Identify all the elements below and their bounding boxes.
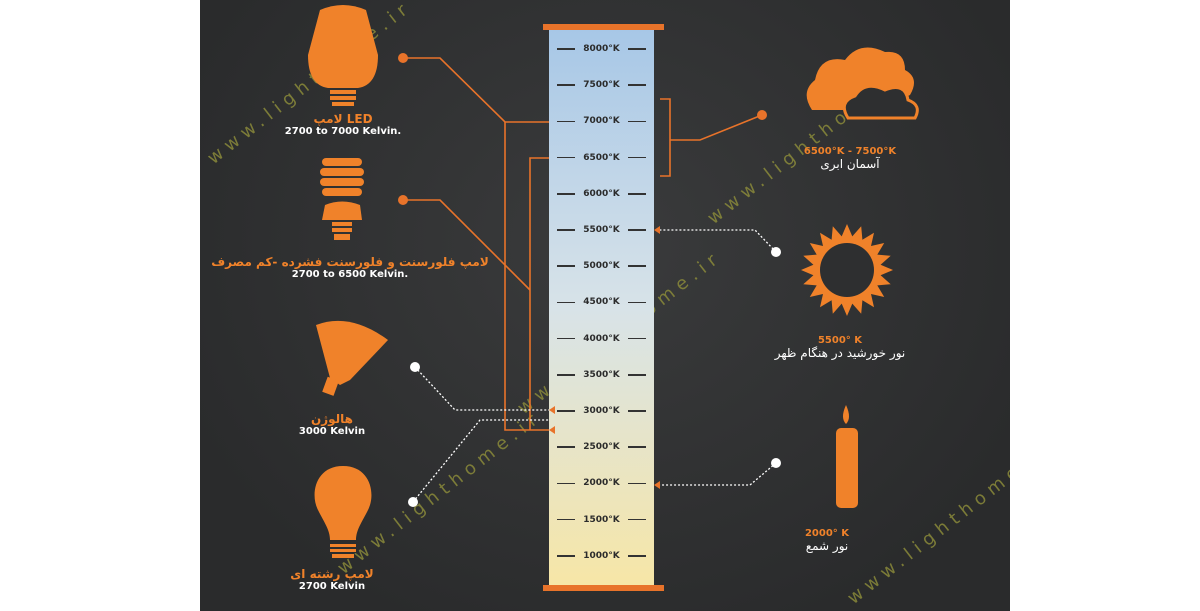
scale-tick: 6500°K xyxy=(549,153,654,163)
scale-tick: 1500°K xyxy=(549,515,654,525)
tick-label: 6000°K xyxy=(583,188,620,199)
connector-dot xyxy=(398,195,408,205)
thermometer-bottom-cap xyxy=(543,585,664,591)
scale-tick: 7500°K xyxy=(549,80,654,90)
incandescent-label: لامپ رشته ای 2700 Kelvin xyxy=(290,567,374,592)
tick-label: 5000°K xyxy=(583,261,620,272)
halogen-label: هالوژن 3000 Kelvin xyxy=(298,412,366,437)
tick-label: 2500°K xyxy=(583,442,620,453)
cfl-bulb-icon xyxy=(320,158,364,240)
scale-tick: 6000°K xyxy=(549,189,654,199)
noon-sunlight-label: 5500° K نور خورشید در هنگام ظهر xyxy=(774,335,906,360)
scale-tick: 7000°K xyxy=(549,116,654,126)
scale-tick: 3000°K xyxy=(549,406,654,416)
tick-label: 5500°K xyxy=(583,225,620,235)
tick-label: 1000°K xyxy=(583,550,620,561)
tick-label: 7000°K xyxy=(583,116,620,127)
tick-label: 4000°K xyxy=(583,333,620,344)
tick-label: 2000°K xyxy=(583,478,620,489)
candlelight-label: 2000° K نور شمع xyxy=(804,528,850,553)
scale-tick: 4000°K xyxy=(549,334,654,344)
tick-label: 1500°K xyxy=(583,514,620,525)
color-temperature-scale xyxy=(549,30,654,588)
sun-icon xyxy=(801,224,893,316)
tick-label: 7500°K xyxy=(583,80,620,91)
halogen-lamp-icon xyxy=(316,320,388,396)
cfl-label: لامپ فلورسنت و فلورسنت فشرده -کم مصرف 27… xyxy=(211,255,489,280)
scale-tick: 2000°K xyxy=(549,478,654,488)
led-bulb-icon xyxy=(308,5,378,106)
candle-icon xyxy=(836,405,858,508)
cloud-icon xyxy=(806,47,919,120)
scale-tick: 3500°K xyxy=(549,370,654,380)
tick-label: 3500°K xyxy=(583,369,620,380)
cloudy-sky-label: 6500°K - 7500°K آسمان ابری xyxy=(803,146,897,171)
led-label: لامپ LED 2700 to 7000 Kelvin. xyxy=(284,112,402,137)
thermometer-top-cap xyxy=(543,24,664,30)
scale-tick: 5000°K xyxy=(549,261,654,271)
tick-label: 8000°K xyxy=(583,44,620,54)
incandescent-bulb-icon xyxy=(314,466,372,558)
scale-tick: 8000°K xyxy=(549,44,654,54)
tick-label: 6500°K xyxy=(583,152,620,163)
tick-label: 3000°K xyxy=(583,406,620,416)
scale-tick: 5500°K xyxy=(549,225,654,235)
scale-tick: 1000°K xyxy=(549,551,654,561)
scale-tick: 4500°K xyxy=(549,297,654,307)
scale-tick: 2500°K xyxy=(549,442,654,452)
connector-dot xyxy=(398,53,408,63)
connector-dot xyxy=(757,110,767,120)
tick-label: 4500°K xyxy=(583,297,620,308)
